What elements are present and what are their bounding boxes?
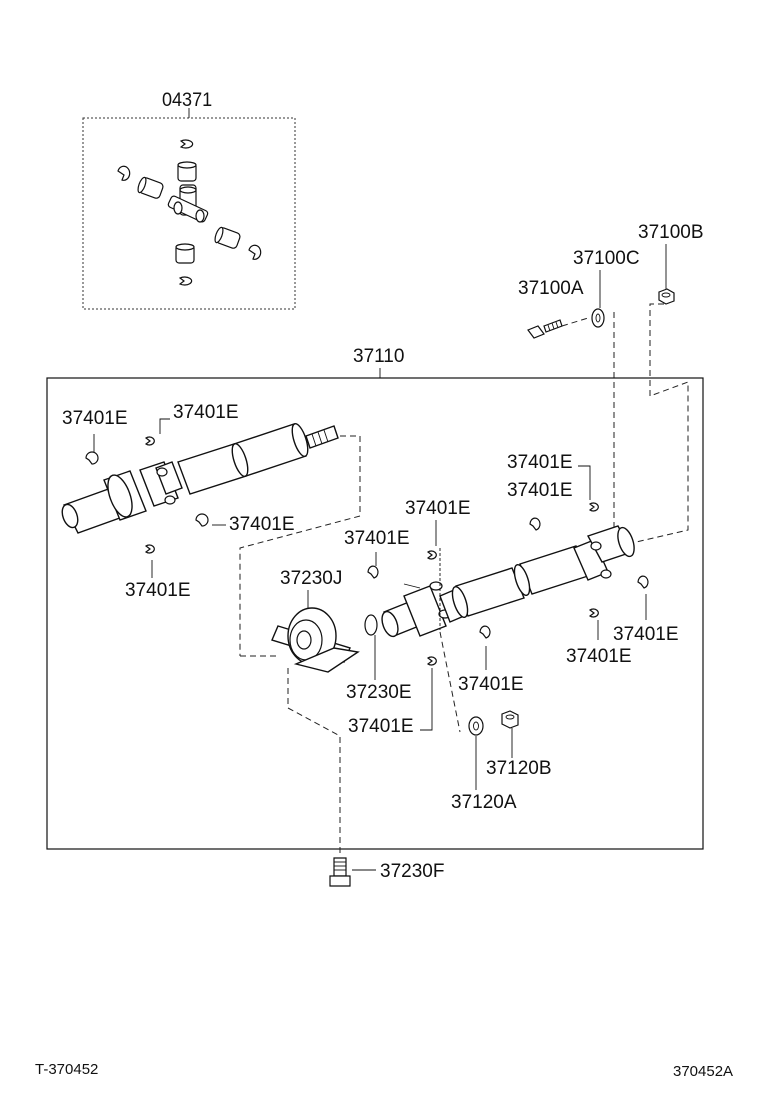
washer-icon: [468, 716, 484, 736]
label-37230E: 37230E: [346, 682, 412, 703]
snap-ring-bottom: [178, 276, 193, 286]
label-37401E-6: 37401E: [344, 528, 410, 549]
clip-icon: [426, 550, 437, 560]
label-37100A: 37100A: [518, 278, 584, 299]
clip-icon: [479, 625, 491, 639]
bearing-cap-top: [177, 161, 197, 182]
label-37401E-1: 37401E: [62, 408, 128, 429]
clip-icon: [144, 436, 155, 446]
washer-nut-group: [468, 710, 519, 790]
label-37110: 37110: [353, 346, 404, 367]
label-37401E-5: 37401E: [405, 498, 471, 519]
label-37230F: 37230F: [380, 861, 444, 882]
clip-icon: [144, 544, 155, 554]
clip-icon: [588, 608, 599, 618]
label-37100C: 37100C: [573, 248, 640, 269]
clip-icon: [367, 565, 379, 579]
bearing-cap-bottom: [175, 243, 195, 264]
snap-ring-right: [248, 244, 262, 260]
rear-clips: [367, 502, 649, 666]
clip-icon: [588, 502, 599, 512]
center-bearing: [271, 607, 360, 673]
label-37401E-11: 37401E: [458, 674, 524, 695]
rear-propeller-shaft: [381, 525, 635, 638]
snap-ring-top: [179, 139, 194, 149]
bearing-cap-right: [214, 226, 241, 249]
spider-kit-group: 04371: [82, 89, 296, 310]
bearing-bolt-icon: [329, 857, 351, 887]
washer-icon: [364, 614, 378, 636]
label-37401E-8: 37401E: [507, 480, 573, 501]
label-37401E-7: 37401E: [507, 452, 573, 473]
label-37401E-9: 37401E: [613, 624, 679, 645]
label-37120B: 37120B: [486, 758, 552, 779]
universal-joint-spider: [167, 184, 209, 223]
snap-ring-left: [117, 165, 131, 181]
flange-bolt-group: 37100B 37100C 37100A: [518, 222, 704, 543]
front-propeller-shaft: [61, 423, 339, 534]
front-clips: [85, 436, 209, 554]
clip-icon: [195, 513, 209, 527]
clip-icon: [529, 517, 541, 531]
clip-icon: [426, 656, 437, 666]
assembly-box: [46, 377, 704, 850]
clip-icon: [85, 451, 99, 465]
label-37100B: 37100B: [638, 222, 704, 243]
label-37401E-10: 37401E: [566, 646, 632, 667]
label-37401E-3: 37401E: [229, 514, 295, 535]
label-37120A: 37120A: [451, 792, 517, 813]
nut-icon: [501, 710, 519, 729]
clip-icon: [637, 575, 649, 589]
nut-icon: [658, 288, 675, 305]
footer-right-code: 370452A: [673, 1063, 733, 1080]
bolt-icon: [527, 319, 563, 339]
label-37401E-2: 37401E: [173, 402, 239, 423]
label-37401E-12: 37401E: [348, 716, 414, 737]
label-04371: 04371: [162, 89, 212, 111]
label-37230J: 37230J: [280, 568, 342, 589]
washer-icon: [591, 308, 605, 328]
bearing-cap-left: [137, 176, 164, 199]
label-37401E-4: 37401E: [125, 580, 191, 601]
footer-left-code: T-370452: [35, 1061, 98, 1078]
